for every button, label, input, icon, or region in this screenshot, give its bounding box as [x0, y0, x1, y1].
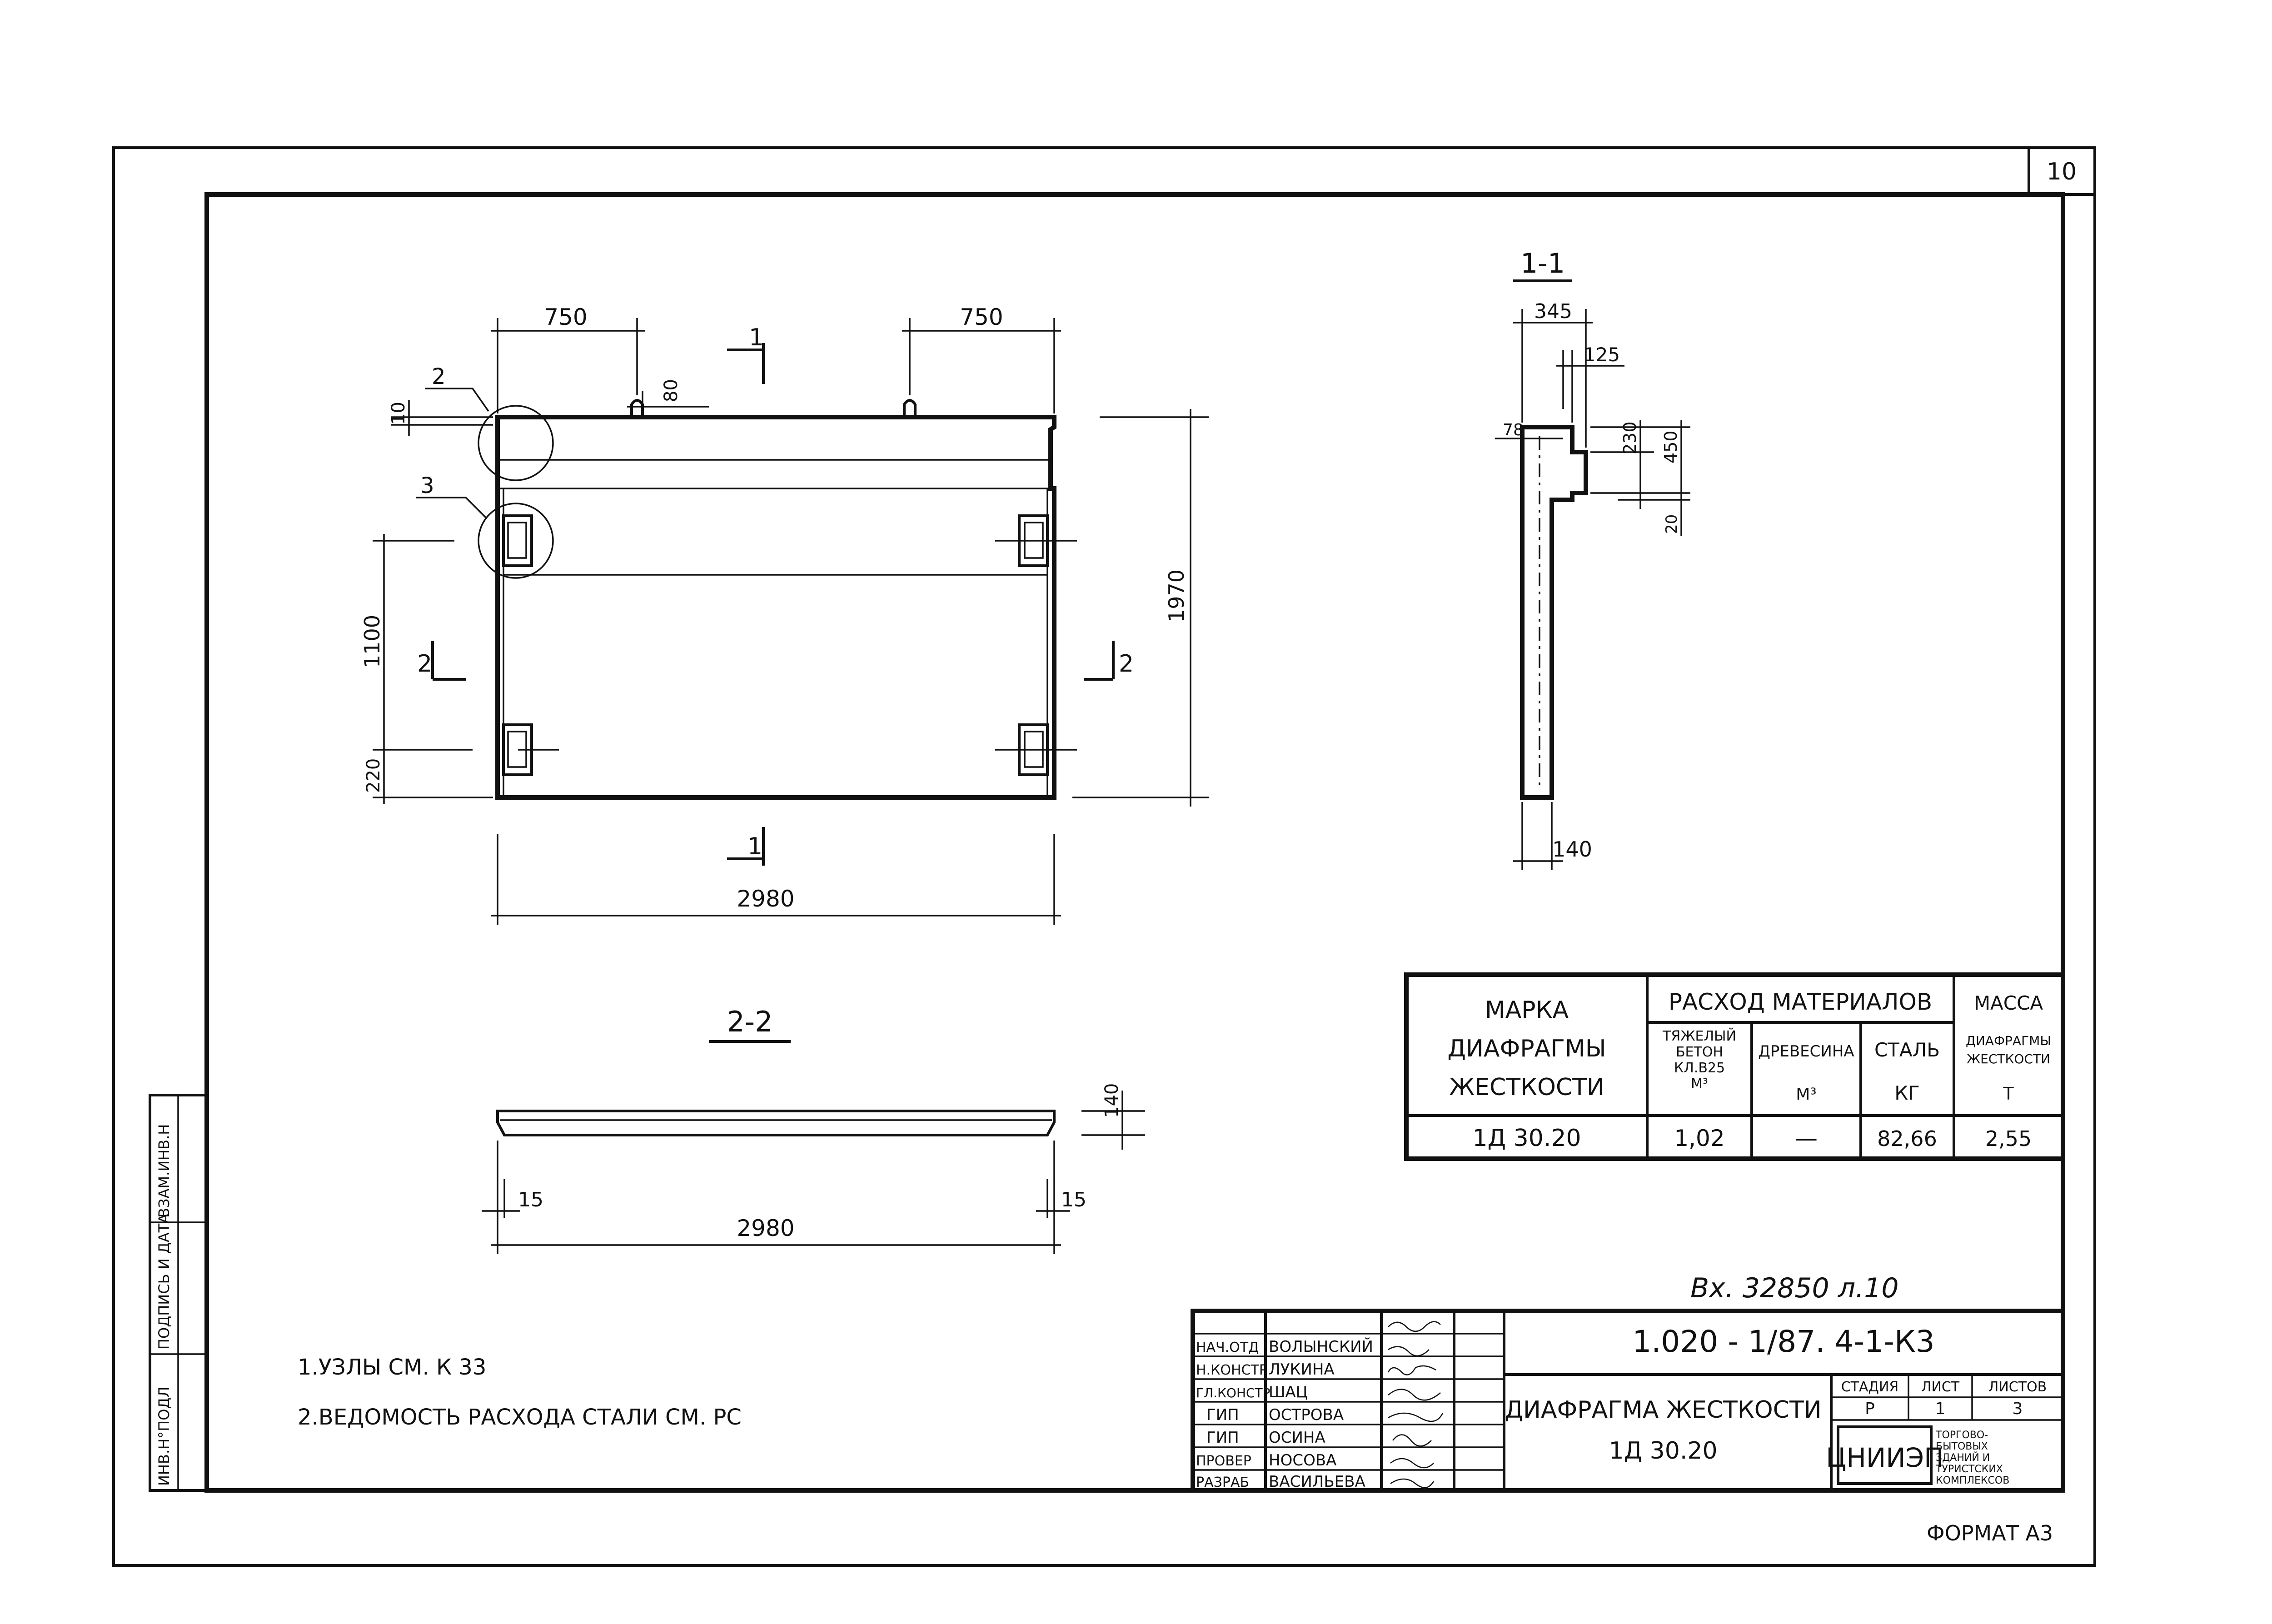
name-1: ЛУКИНА [1269, 1360, 1335, 1379]
section-2-2-title: 2-2 [727, 1005, 772, 1038]
sheet-value: 1 [1935, 1400, 1946, 1418]
sheet-label: ЛИСТ [1921, 1379, 1960, 1395]
group-header: РАСХОД МАТЕРИАЛОВ [1669, 989, 1932, 1015]
dim-1100: 1100 [360, 615, 384, 668]
drawing-title: ДИАФРАГМА ЖЕСТКОСТИ [1505, 1396, 1821, 1424]
signatures [1387, 1321, 1444, 1488]
row-mass: 2,55 [1985, 1126, 2032, 1151]
name-5: НОСОВА [1269, 1451, 1336, 1470]
side-stamp-1: ИНВ.Н°ПОДЛ [155, 1387, 173, 1486]
row-wood: — [1795, 1125, 1818, 1151]
inner-frame [204, 192, 2065, 1493]
cut-2-left: 2 [417, 650, 432, 677]
dim-750-left: 750 [544, 304, 587, 330]
section-1-1: 1-1 345 125 78 230 450 20 140 [1495, 248, 1690, 870]
mark-line-3: ЖЕСТКОСТИ [1449, 1074, 1604, 1101]
section-2-2: 2-2 140 15 15 2980 [482, 1005, 1145, 1254]
dim-125: 125 [1584, 344, 1620, 366]
name-6: ВАСИЛЬЕВА [1269, 1473, 1365, 1491]
cut-1-bottom: 1 [747, 833, 762, 860]
drawing-mark: 1Д 30.20 [1609, 1437, 1717, 1465]
dim-750-right: 750 [960, 304, 1003, 330]
note-2: 2.ВЕДОМОСТЬ РАСХОДА СТАЛИ СМ. РС [298, 1405, 742, 1430]
sheets-value: 3 [2013, 1400, 2023, 1418]
dim-450: 450 [1661, 430, 1681, 463]
dim-15-right: 15 [1061, 1188, 1086, 1211]
concrete-line-4: М³ [1691, 1076, 1708, 1092]
role-2: ГЛ.КОНСТР [1196, 1385, 1271, 1400]
dim-230: 230 [1620, 421, 1640, 454]
dim-80: 80 [661, 379, 682, 402]
role-3: ГИП [1206, 1406, 1239, 1424]
dim-220: 220 [363, 758, 384, 793]
role-0: НАЧ.ОТД [1196, 1340, 1259, 1355]
cut-1-top: 1 [749, 324, 764, 351]
mass-line-1: МАССА [1974, 992, 2043, 1014]
wood-unit: М³ [1796, 1085, 1817, 1104]
org-desc-5: КОМПЛЕКСОВ [1936, 1475, 2009, 1486]
section-1-1-title: 1-1 [1520, 248, 1565, 279]
mark-line-2: ДИАФРАГМЫ [1447, 1035, 1606, 1062]
dim-345: 345 [1534, 300, 1572, 323]
org-desc-2: БЫТОВЫХ [1936, 1441, 1988, 1452]
outer-frame [112, 146, 2096, 1567]
handwritten-ref: Вх. 32850 л.10 [1690, 1272, 1899, 1304]
row-concrete: 1,02 [1674, 1125, 1724, 1151]
name-2: ШАЦ [1269, 1383, 1308, 1401]
side-stamp: ИНВ.Н°ПОДЛ ПОДПИСЬ И ДАТА ВЗАМ.ИНВ.Н [149, 1094, 208, 1492]
name-3: ОСТРОВА [1269, 1406, 1344, 1424]
row-steel: 82,66 [1877, 1126, 1937, 1151]
concrete-line-1: ТЯЖЕЛЫЙ [1662, 1028, 1736, 1044]
dim-2980-2-2: 2980 [737, 1215, 794, 1241]
detail-circle-3 [478, 503, 554, 579]
org-desc-3: ЗДАНИЙ И [1936, 1452, 1990, 1464]
title-block: НАЧ.ОТД ВОЛЫНСКИЙ Н.КОНСТР ЛУКИНА ГЛ.КОН… [1191, 1309, 2065, 1493]
stage-label: СТАДИЯ [1841, 1379, 1899, 1395]
materials-table: МАРКА ДИАФРАГМЫ ЖЕСТКОСТИ РАСХОД МАТЕРИА… [1404, 972, 2065, 1161]
mass-line-2: ДИАФРАГМЫ [1966, 1033, 2051, 1048]
dim-1970: 1970 [1164, 569, 1189, 623]
dim-20: 20 [1663, 514, 1681, 534]
side-stamp-3: ВЗАМ.ИНВ.Н [155, 1124, 173, 1218]
stage-value: Р [1865, 1400, 1875, 1418]
dim-2980-elev: 2980 [737, 886, 794, 912]
format-label: ФОРМАТ А3 [1927, 1521, 2053, 1545]
steel-header: СТАЛЬ [1874, 1039, 1940, 1061]
org-desc-1: ТОРГОВО- [1935, 1430, 1988, 1441]
org-desc-4: ТУРИСТСКИХ [1935, 1464, 2003, 1475]
sheet-number-box [2028, 146, 2096, 196]
concrete-line-2: БЕТОН [1676, 1044, 1723, 1060]
role-6: РАЗРАБ [1196, 1475, 1249, 1490]
role-4: ГИП [1206, 1429, 1239, 1447]
org-name: ЦНИИЭП [1826, 1442, 1944, 1473]
org-logo: ЦНИИЭП ТОРГОВО- БЫТОВЫХ ЗДАНИЙ И ТУРИСТС… [1826, 1425, 2009, 1486]
dim-10: 10 [388, 402, 409, 425]
callout-2: 2 [432, 364, 446, 389]
dim-140-2-2: 140 [1101, 1083, 1122, 1118]
steel-unit: КГ [1894, 1082, 1919, 1104]
side-stamp-2: ПОДПИСЬ И ДАТА [155, 1214, 173, 1350]
wood-header: ДРЕВЕСИНА [1758, 1042, 1854, 1061]
mark-line-1: МАРКА [1485, 996, 1569, 1024]
name-4: ОСИНА [1269, 1429, 1325, 1447]
row-mark: 1Д 30.20 [1472, 1125, 1581, 1152]
detail-circle-2 [478, 405, 554, 481]
cut-2-right: 2 [1119, 650, 1134, 677]
doc-code: 1.020 - 1/87. 4-1-К3 [1632, 1324, 1934, 1359]
role-5: ПРОВЕР [1196, 1453, 1251, 1469]
dim-15-left: 15 [518, 1188, 543, 1211]
mass-line-3: ЖЕСТКОСТИ [1967, 1051, 2050, 1066]
mass-line-4: Т [2003, 1084, 2014, 1104]
sheet-number: 10 [2047, 158, 2077, 185]
concrete-line-3: КЛ.В25 [1674, 1060, 1725, 1076]
dim-78: 78 [1503, 421, 1524, 439]
note-1: 1.УЗЛЫ СМ. К 33 [298, 1355, 486, 1380]
role-1: Н.КОНСТР [1196, 1362, 1267, 1378]
callout-3: 3 [420, 473, 434, 498]
elevation-view: 2 3 750 750 80 10 1 1 2 2 [360, 304, 1209, 925]
name-0: ВОЛЫНСКИЙ [1269, 1337, 1373, 1356]
dim-140-1-1: 140 [1552, 837, 1592, 862]
sheets-label: ЛИСТОВ [1988, 1379, 2047, 1395]
